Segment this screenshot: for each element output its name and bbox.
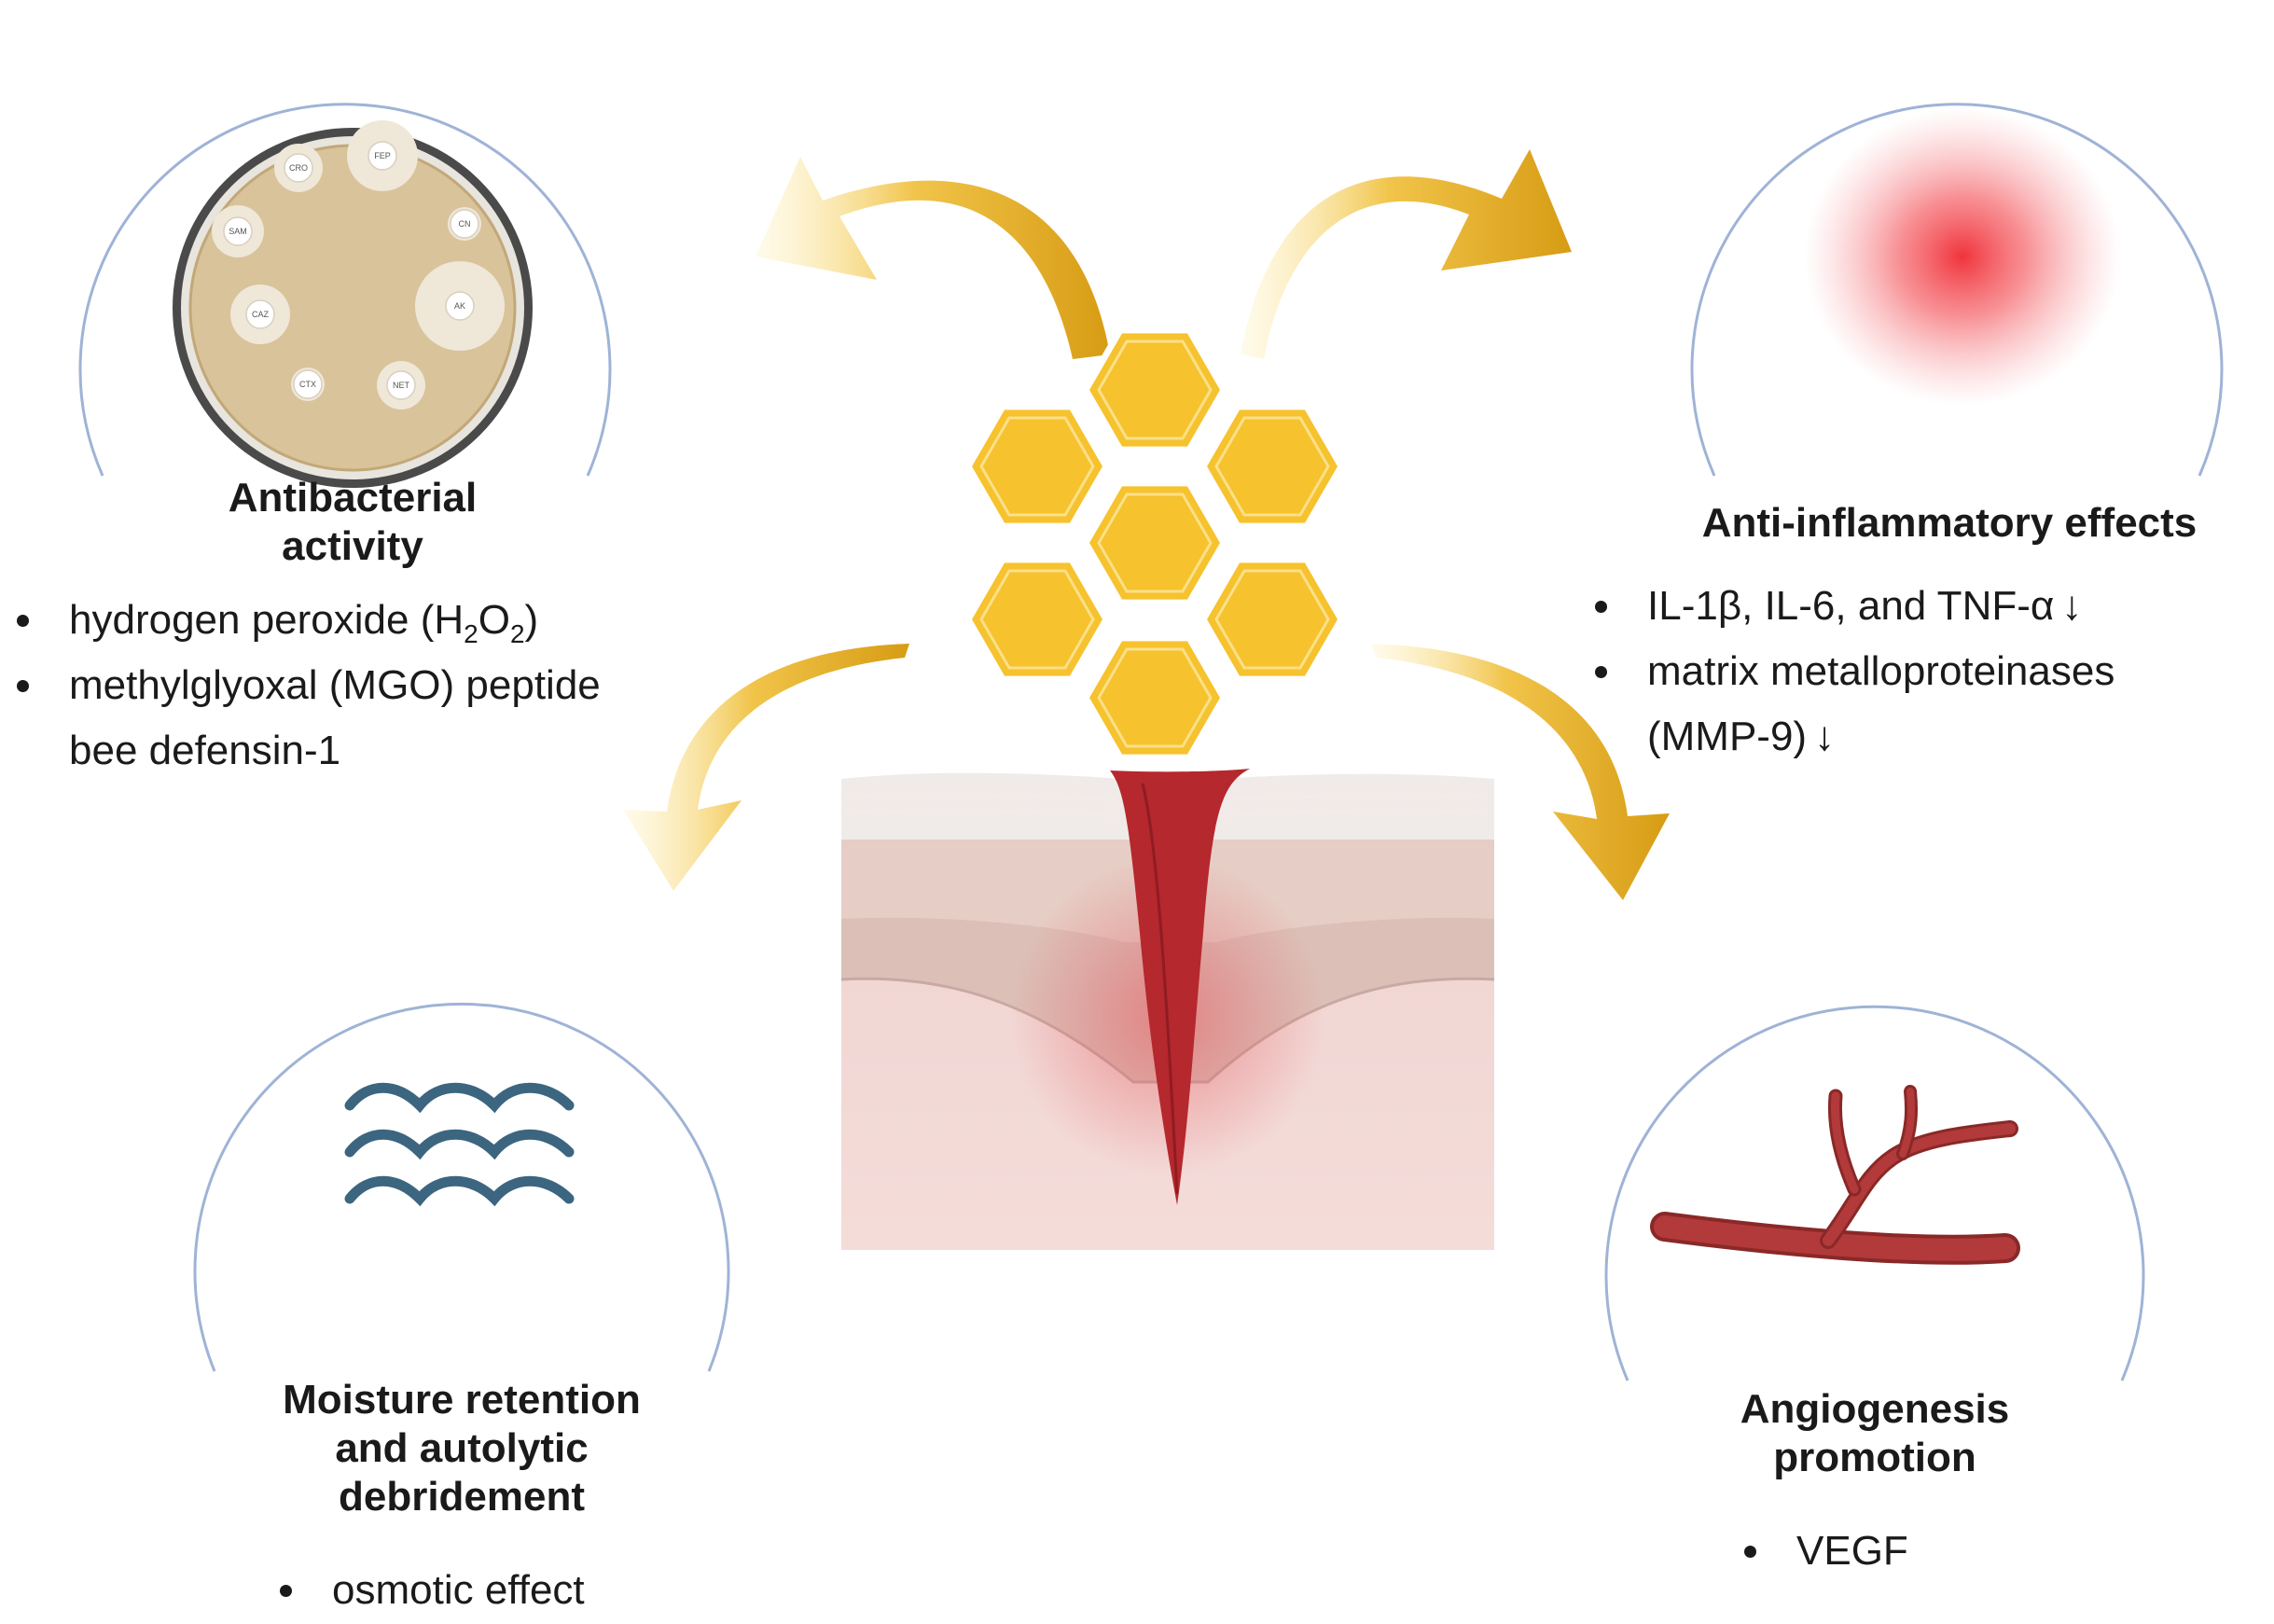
bullet-osmotic-effect: osmotic effect: [280, 1558, 585, 1623]
antibiotic-disk: [367, 141, 397, 171]
antibiotic-disk: [445, 291, 475, 321]
honeycomb-cell: [964, 556, 1111, 683]
disk-label: CAZ: [252, 310, 270, 319]
honeycomb-cell-highlight: [979, 569, 1095, 670]
angiogenesis-circle-outline: [1604, 1005, 2145, 1381]
angiogenesis-bullets: VEGF: [1744, 1519, 1908, 1584]
bullet-hydrogen-peroxide: hydrogen peroxide (H2O2): [17, 588, 601, 653]
honeycomb-cell: [1081, 479, 1228, 606]
antibiotic-disk: [293, 369, 323, 399]
bullet-mmp9-continuation: (MMP-9)↓: [1647, 714, 1836, 759]
antibiotic-disk: [245, 299, 275, 329]
arrow-to-angiogenesis: [1371, 644, 1670, 900]
honeycomb-cell: [1199, 403, 1346, 530]
moisture-bullets: osmotic effect: [280, 1558, 585, 1623]
antibiotic-disk: [284, 153, 313, 183]
bullet-matrix-metalloproteinases: matrix metalloproteinases: [1595, 639, 2115, 704]
disk-label: CRO: [289, 163, 308, 173]
angiogenesis-heading: Angiogenesis promotion: [1740, 1386, 2010, 1480]
arrow-to-antibacterial: [756, 157, 1110, 359]
honeycomb-cell-highlight: [979, 416, 1095, 517]
honeycomb-cell-highlight: [1097, 647, 1213, 748]
antibacterial-heading-line-1: Antibacterial: [228, 475, 478, 521]
honeycomb-cell-highlight: [1214, 569, 1330, 670]
anti-inflammatory-bullets: IL-1β, IL-6, and TNF-α↓ matrix metallopr…: [1595, 574, 2115, 770]
disk-label: AK: [454, 301, 465, 311]
anti-inflammatory-circle-outline: [1690, 103, 2224, 477]
disk-label: FEP: [374, 151, 391, 160]
arrow-to-moisture: [623, 644, 909, 891]
disk-label: SAM: [229, 227, 247, 236]
antibiotic-disk: [223, 216, 253, 246]
moisture-circle-outline: [193, 1002, 730, 1372]
blood-vessel-icon: [1650, 1085, 2020, 1265]
honeycomb-icon: [964, 326, 1346, 761]
antibiotic-disk: [450, 209, 479, 239]
anti-inflammatory-heading: Anti-inflammatory effects: [1701, 500, 2198, 546]
bullet-interleukins: IL-1β, IL-6, and TNF-α↓: [1595, 574, 2115, 639]
disk-label: CTX: [299, 380, 316, 389]
honeycomb-cell: [1199, 556, 1346, 683]
honeycomb-cell-highlight: [1097, 493, 1213, 593]
disk-label: NET: [393, 381, 410, 390]
inflammation-icon: [1804, 107, 2121, 406]
petri-dish-icon: CRO FEP CN SAM AK CAZ CTX NET: [173, 120, 533, 488]
antibacterial-heading-line-2: activity: [282, 523, 423, 569]
skin-wound-icon: [840, 769, 1495, 1250]
honeycomb-cell: [964, 403, 1111, 530]
bullet-bee-defensin-continuation: bee defensin-1: [69, 728, 341, 773]
antibacterial-circle-outline: [78, 103, 612, 477]
antibiotic-disk: [386, 370, 416, 400]
arrow-to-anti-inflammatory: [1241, 149, 1572, 359]
disk-label: CN: [459, 219, 471, 229]
honeycomb-cell: [1081, 634, 1228, 761]
bullet-vegf: VEGF: [1744, 1519, 1908, 1584]
honeycomb-cell-highlight: [1097, 340, 1213, 440]
honeycomb-cell-highlight: [1214, 416, 1330, 517]
moisture-heading: Moisture retention and autolytic debride…: [283, 1377, 641, 1520]
antibacterial-bullets: hydrogen peroxide (H2O2) methylglyoxal (…: [17, 588, 601, 784]
bullet-methylglyoxal: methylglyoxal (MGO) peptide: [17, 653, 601, 718]
decrease-arrow-icon: ↓: [1814, 714, 1836, 759]
water-waves-icon: [344, 1082, 575, 1207]
honeycomb-cell: [1081, 326, 1228, 453]
decrease-arrow-icon: ↓: [2061, 583, 2083, 629]
antibacterial-heading: Antibacterial activity: [166, 474, 539, 571]
